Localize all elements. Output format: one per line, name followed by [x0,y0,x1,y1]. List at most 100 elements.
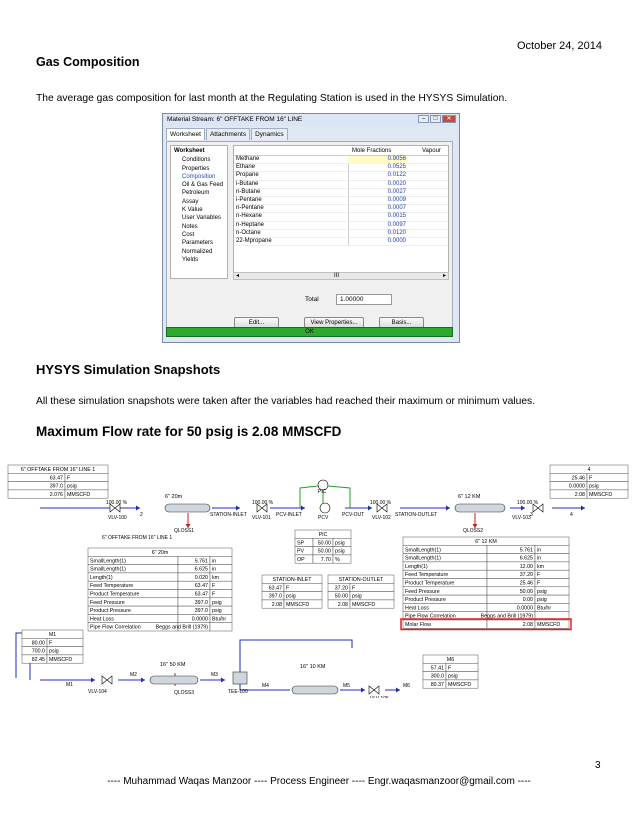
tab-dynamics[interactable]: Dynamics [251,128,288,140]
pipe-6-12km [454,503,506,513]
table-cell-text: psig [335,540,345,546]
table-cell [209,622,233,632]
valve-vlv-102-icon [376,503,388,513]
nav-item-notes[interactable]: Notes [182,223,198,230]
table-cell-text: SmallLength(1) [90,567,126,573]
horizontal-scrollbar[interactable]: ◂ III ▸ [233,272,449,280]
maximize-button[interactable]: □ [430,115,441,123]
stream-arrow [368,505,372,511]
table-cell-text: 25.46 [572,475,585,481]
table-cell-text: 37.20 [520,572,533,578]
table-cell-text: % [335,557,340,563]
table-title: M1 [49,632,56,638]
nav-item-cost-parameters[interactable]: Cost Parameters [182,231,214,247]
tab-worksheet[interactable]: Worksheet [166,128,205,140]
stream-arrow [91,677,95,683]
pipe-body [164,503,211,513]
m3-label: M3 [211,672,218,678]
nav-item-oil-gas-feed[interactable]: Oil & Gas Feed [182,182,224,189]
m4-label: M4 [262,683,269,689]
nav-item-k-value[interactable]: K Value [182,207,203,214]
table-cell-text: SmallLength(1) [405,547,441,553]
mole-fraction-value[interactable]: 0.0525 [387,164,406,171]
stream2-label: 2 [140,512,143,518]
table-cell [283,583,323,592]
nav-item-normalized-yields[interactable]: Normalized Yields [182,248,213,263]
stream-arrow [581,505,585,511]
nav-item-properties[interactable]: Properties [182,165,210,172]
qloss3-label: QLOSS3 [174,690,194,696]
table-cell-text: 6.625 [195,567,208,573]
mole-fraction-value[interactable]: 0.0122 [387,172,406,179]
table-cell-text: psig [352,594,362,600]
table-cell-text: in [537,547,541,553]
component-name: i-Pentane [236,196,262,203]
qloss1-label: QLOSS1 [174,528,194,534]
mole-fraction-value[interactable]: 0.0097 [387,221,406,228]
nav-item-composition[interactable]: Composition [182,173,216,180]
mole-fraction-value[interactable]: 0.0027 [387,188,406,195]
table-title: 4 [588,467,591,473]
table-cell-text: 397.0 [269,594,282,600]
valve-vlv-101-icon [256,503,268,513]
table-cell-text: Feed Temperature [90,583,133,589]
table-title: 6" OFFTAKE FROM 16" LINE 1 [21,467,95,473]
table-cell-text: 7.70 [321,557,331,563]
mole-fraction-value[interactable]: 0.0009 [387,196,406,203]
table-cell-text: 63.47 [269,585,282,591]
table-cell-text: in [212,558,216,564]
table-cell-text: F [589,475,593,481]
tee-branch-line [239,639,353,676]
mole-fraction-value[interactable]: 0.9056 [348,156,408,164]
window-title-bar: Material Stream: 6" OFFTAKE FROM 16" LIN… [163,114,459,126]
qloss2-label: QLOSS2 [463,528,483,534]
table-cell-text: Beggs and Brill (1979) [156,625,209,631]
pipe4-label: 16" 10 KM [300,664,326,670]
table-cell-text: MMSCFD [352,602,375,608]
vlv102-label: VLV-102 [372,515,391,521]
table-cell-text: Product Temperature [90,592,139,598]
table-cell-text: km [537,564,545,570]
table-cell-text: Feed Temperature [405,572,448,578]
scroll-right-icon[interactable]: ▸ [442,273,446,279]
table-cell-text: 12.00 [520,564,533,570]
table-cell-text: psig [589,484,599,490]
pipe3-label: 16" 50 KM [160,662,186,668]
table-cell [283,599,323,609]
table-cell-text: 2.08 [338,602,348,608]
stream-arrow [141,677,145,683]
table-cell-text: F [49,640,53,646]
scroll-left-icon[interactable]: ◂ [236,273,240,279]
pct4-label: 100.00 % [517,500,539,506]
minimize-button[interactable]: – [418,115,429,123]
close-button[interactable]: ✕ [442,115,456,123]
nav-item-petroleum-assay[interactable]: Petroleum Assay [182,190,210,205]
scroll-thumb[interactable]: III [334,273,340,279]
stream-arrow [221,677,225,683]
pcv-label: PCV [318,515,329,521]
table-cell-text: 2.08 [575,492,585,498]
table-cell-text: 5.761 [195,558,208,564]
mole-fraction-value[interactable]: 0.0007 [387,205,406,212]
mole-fraction-value[interactable]: 0.0020 [387,180,406,187]
component-name: Ethane [236,164,256,171]
mole-fraction-value[interactable]: 0.0015 [387,213,406,220]
composition-row: i-Pentane 0.0009 [234,196,448,206]
tab-attachments[interactable]: Attachments [205,128,251,140]
table-cell-text: 82.45 [32,657,45,663]
station-outlet-label: STATION-OUTLET [395,512,437,518]
window-title: Material Stream: 6" OFFTAKE FROM 16" LIN… [167,116,303,123]
table-cell-text: Product Temperature [405,581,454,587]
table-cell-text: 5.761 [520,547,533,553]
total-field[interactable]: 1.00000 [336,294,392,305]
header-date: October 24, 2014 [516,40,602,52]
molar-flow-highlight [400,618,572,631]
stream-arrow [446,505,450,511]
nav-item-user-variables[interactable]: User Variables [182,215,221,222]
mole-fraction-value[interactable]: 0.0120 [387,229,406,236]
table-cell-text: Pipe Flow Correlation [405,614,456,620]
mole-fraction-value[interactable]: 0.0000 [387,237,406,244]
nav-item-conditions[interactable]: Conditions [182,157,211,164]
